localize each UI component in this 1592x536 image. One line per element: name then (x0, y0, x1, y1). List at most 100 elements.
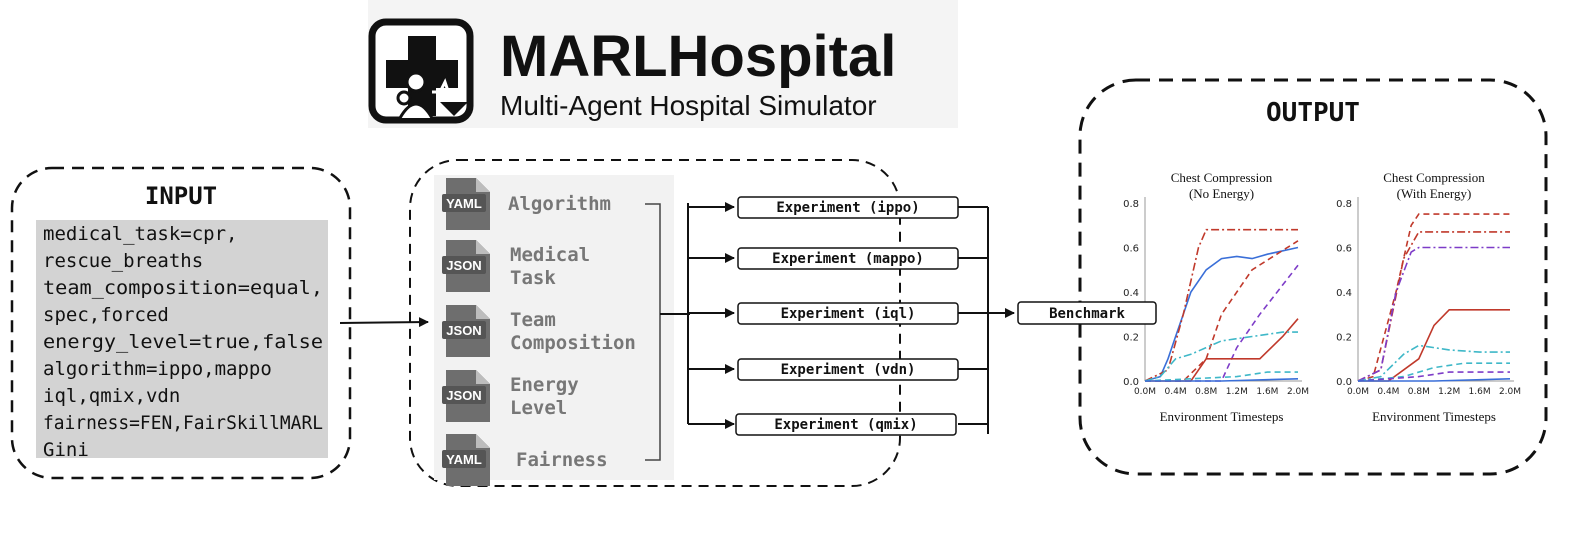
chart-with-energy: Chest Compression(With Energy) 0.0 0.2 0.4 0… (1336, 170, 1521, 424)
input-code-line: team_composition=equal, (43, 277, 323, 299)
input-title: INPUT (145, 182, 217, 210)
chart-title: Chest Compression (1171, 170, 1273, 185)
yaml-file-icon: YAML (442, 434, 490, 486)
x-axis-label: Environment Timesteps (1160, 409, 1284, 424)
experiment-box (735, 413, 957, 436)
y-tick-label: 0.8 (1336, 199, 1352, 210)
chart-subtitle: (With Energy) (1397, 186, 1472, 201)
y-tick-label: 0.8 (1123, 199, 1139, 210)
experiment-node: Experiment (ippo) (737, 196, 959, 219)
series-line (1358, 308, 1510, 382)
config-label: Team (510, 309, 556, 331)
input-code-line: spec,forced (43, 304, 169, 326)
benchmark-node: Benchmark (1017, 301, 1157, 325)
input-code-line: Gini (43, 439, 89, 461)
series-line (1357, 213, 1510, 382)
series-line (1357, 362, 1510, 382)
x-tick-label: 0.4M (1377, 387, 1399, 397)
file-type-badge: JSON (446, 388, 481, 403)
config-label: Medical (510, 244, 590, 266)
config-label: Algorithm (508, 193, 611, 215)
series-line (1145, 264, 1299, 382)
series-line (1357, 231, 1510, 382)
experiment-node: Experiment (iql) (737, 302, 959, 325)
chart-no-energy: Chest Compression(No Energy)0.00.20.40.6… (1123, 170, 1309, 424)
input-panel-border (10, 166, 352, 480)
benchmark-label: Benchmark (1049, 306, 1125, 322)
output-panel: OUTPUT Chest Compression(No Energy)0.00.… (1078, 78, 1548, 476)
series-line (1144, 246, 1299, 382)
x-tick-label: 1.6M (1469, 387, 1491, 397)
input-to-config-arrow (339, 317, 429, 328)
y-tick-label: 0.2 (1336, 333, 1352, 344)
config-bracket (645, 203, 661, 461)
x-tick-label: 0.0M (1134, 387, 1156, 397)
experiment-label: Experiment (vdn) (781, 362, 916, 378)
input-code-line: energy_level=true,false (43, 331, 323, 353)
y-tick-label: 0.0 (1123, 377, 1139, 388)
input-code-line: fairness=FEN,FairSkillMARL (43, 412, 323, 434)
y-tick-label: 0.6 (1336, 244, 1352, 255)
experiment-node: Experiment (mappo) (737, 247, 959, 270)
input-code-line: iql,qmix,vdn (43, 385, 180, 407)
x-tick-label: 1.2M (1226, 387, 1248, 397)
experiment-label: Experiment (qmix) (774, 417, 917, 433)
x-tick-label: 0.4M (1165, 387, 1187, 397)
x-tick-label: 0.0M (1347, 387, 1369, 397)
json-file-icon: JSON (442, 370, 490, 422)
output-title: OUTPUT (1266, 98, 1360, 128)
benchmark-box (1017, 301, 1157, 325)
experiment-node: Experiment (qmix) (735, 413, 957, 436)
input-panel: INPUT medical_task=cpr, rescue_breathstea… (10, 166, 352, 480)
series-line (1357, 246, 1510, 382)
json-file-icon: JSON (442, 240, 490, 292)
json-file-icon: JSON (442, 305, 490, 357)
y-tick-label: 0.4 (1123, 288, 1139, 299)
config-label: Fairness (516, 449, 608, 471)
config-item-algorithm: YAML Algorithm (442, 178, 611, 230)
experiment-label: Experiment (mappo) (772, 251, 924, 267)
y-tick-label: 0.2 (1123, 333, 1139, 344)
experiment-node: Experiment (vdn) (737, 358, 959, 381)
input-code-line: rescue_breaths (43, 250, 203, 272)
x-tick-label: 1.6M (1256, 387, 1278, 397)
config-item-fairness: YAML Fairness (442, 434, 608, 486)
x-tick-label: 2.0M (1287, 387, 1309, 397)
x-tick-label: 2.0M (1499, 387, 1521, 397)
app-subtitle: Multi-Agent Hospital Simulator (500, 90, 877, 121)
output-panel-border (1078, 78, 1548, 476)
experiment-label: Experiment (iql) (781, 306, 916, 322)
chart-title: Chest Compression (1383, 170, 1485, 185)
y-tick-label: 0.0 (1336, 377, 1352, 388)
x-tick-label: 1.2M (1438, 387, 1460, 397)
series-line (1144, 228, 1298, 382)
series-line (1144, 331, 1298, 382)
hospital-logo-icon (368, 18, 474, 124)
config-label: Level (510, 397, 567, 419)
experiment-label: Experiment (ippo) (776, 200, 919, 216)
series-line (1357, 344, 1510, 382)
input-code-line: algorithm=ippo,mappo (43, 358, 272, 380)
file-type-badge: YAML (446, 196, 482, 211)
series-line (1357, 371, 1510, 382)
input-code-line: medical_task=cpr, (43, 223, 237, 245)
experiment-fan-out (687, 202, 735, 429)
config-label: Task (510, 267, 556, 289)
experiment-fan-in (958, 206, 1015, 434)
series-line (1358, 378, 1511, 382)
file-type-badge: JSON (446, 258, 481, 273)
x-tick-label: 0.8M (1195, 387, 1217, 397)
experiment-list: Experiment (ippo) Experiment (mappo) Exper… (735, 196, 959, 436)
file-type-badge: YAML (446, 452, 482, 467)
input-code-box (36, 220, 328, 458)
config-label: Energy (510, 374, 579, 396)
y-tick-label: 0.4 (1336, 288, 1352, 299)
file-type-badge: JSON (446, 323, 481, 338)
y-tick-label: 0.6 (1123, 244, 1139, 255)
app-title: MARLHospital (500, 24, 896, 89)
series-line (1145, 378, 1299, 382)
